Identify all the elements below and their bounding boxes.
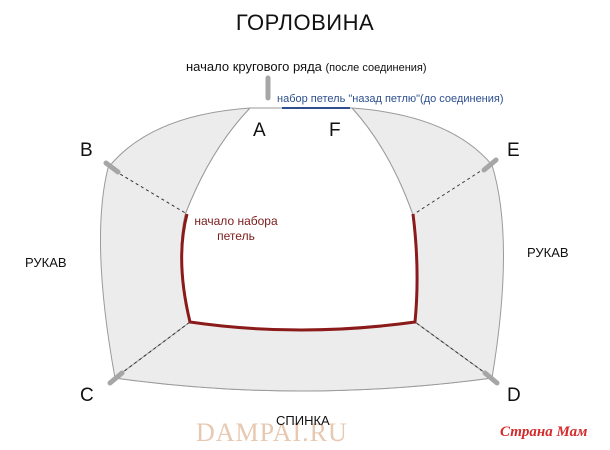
- neck-cast-on-line: [180, 213, 419, 332]
- round-start-text: начало кругового ряда: [186, 59, 322, 74]
- raglan-line-c: [114, 321, 191, 379]
- marker-c: [107, 370, 125, 386]
- point-a-label: A: [253, 120, 266, 141]
- watermark-strana-mam: Страна Мам: [500, 424, 588, 440]
- cast-on-label: набор петель "назад петлю"(до соединения…: [277, 93, 504, 105]
- round-start-label: начало кругового ряда (после соединения): [186, 59, 427, 74]
- raglan-line-d: [414, 321, 493, 379]
- marker-b: [103, 160, 121, 175]
- round-start-note: (после соединения): [325, 62, 427, 74]
- point-d-label: D: [507, 385, 521, 406]
- point-c-label: C: [80, 385, 94, 406]
- point-e-label: E: [507, 140, 520, 161]
- watermark-dampai: DAMPAI.RU: [196, 418, 348, 447]
- right-sleeve-label: РУКАВ: [527, 245, 569, 260]
- point-f-label: F: [329, 120, 341, 141]
- marker-e: [481, 157, 499, 173]
- left-sleeve-label: РУКАВ: [25, 255, 67, 270]
- diagram-title: ГОРЛОВИНА: [235, 10, 375, 35]
- back-label: СПИНКА: [276, 413, 330, 428]
- raglan-line-b: [109, 167, 188, 215]
- cast-start-label: начало набора петель: [194, 214, 278, 243]
- marker-d: [482, 370, 500, 386]
- point-b-label: B: [80, 140, 93, 161]
